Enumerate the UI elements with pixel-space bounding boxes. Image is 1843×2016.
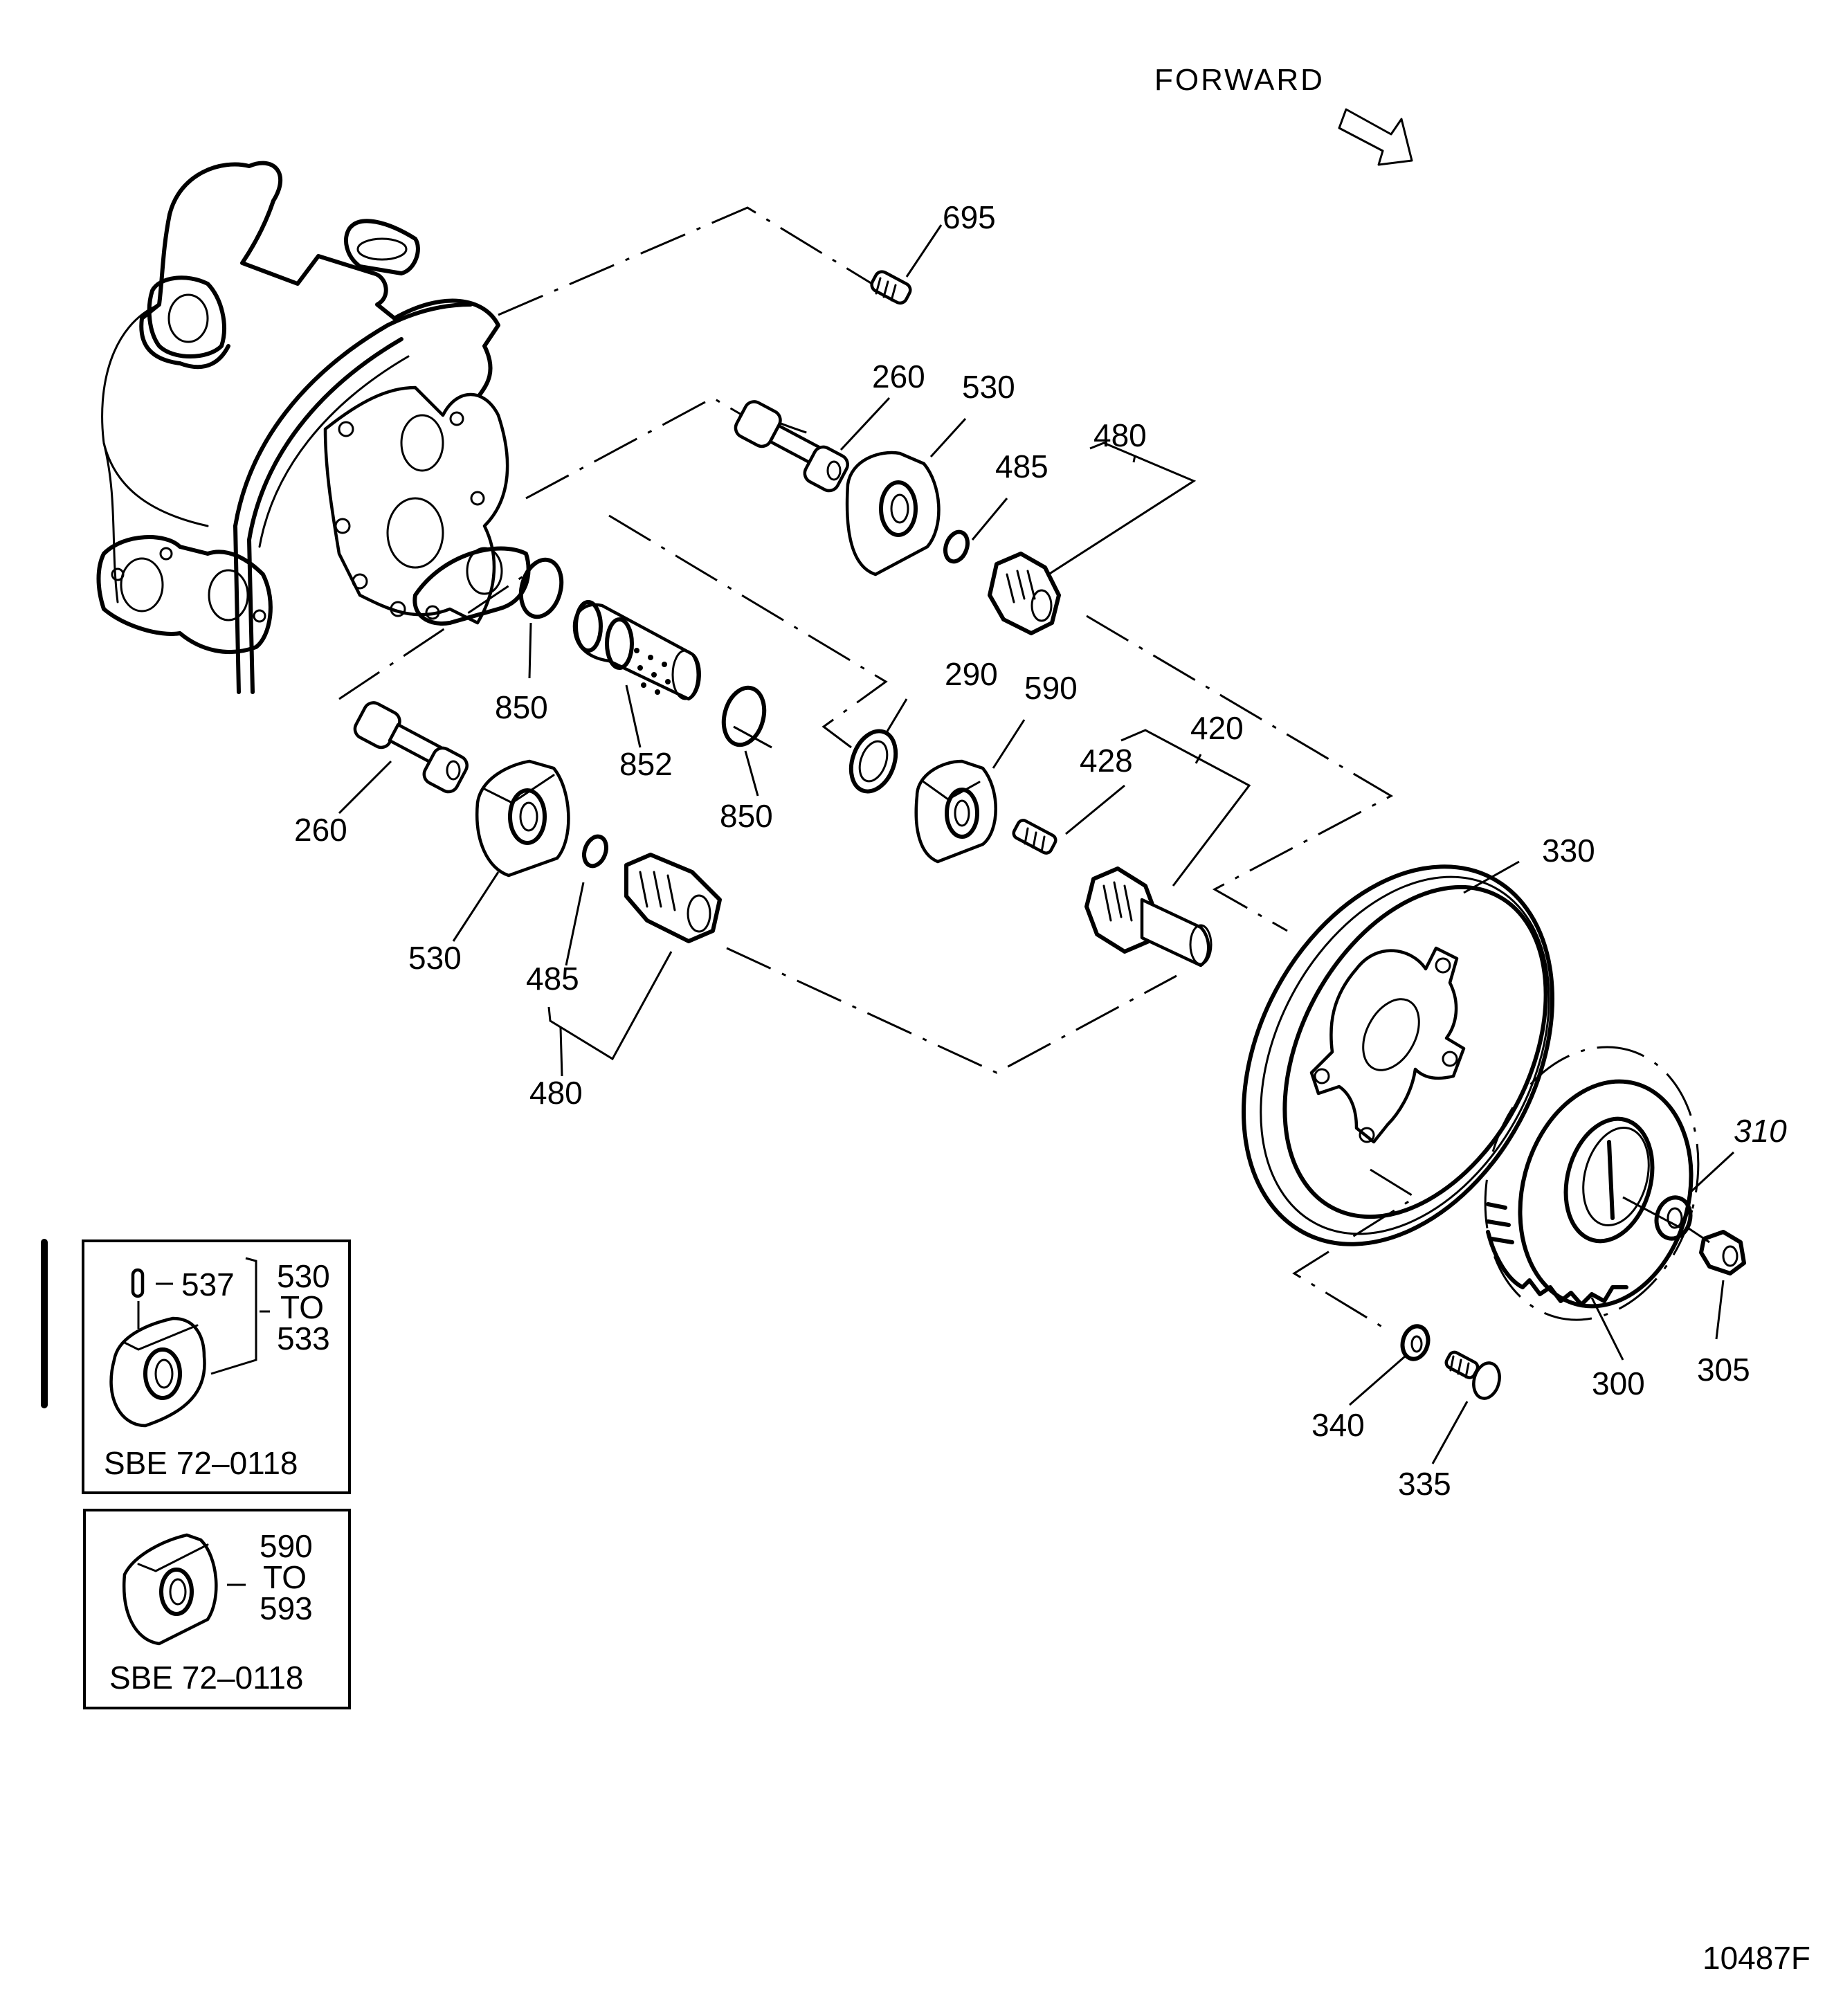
part-260-lower-shaft: 260 — [294, 701, 469, 848]
callout-335: 335 — [1398, 1466, 1451, 1502]
part-852-filter: 852 — [572, 600, 701, 782]
figure-number: 10487F — [1703, 1940, 1810, 1976]
part-310-washer: 310 — [1654, 1113, 1787, 1241]
part-428-bolt: 428 — [1012, 743, 1133, 855]
part-340-washer: 340 — [1311, 1324, 1431, 1443]
inset1-range-start: 530 — [277, 1258, 330, 1294]
part-590-bearing-block: 590 — [914, 670, 1078, 864]
callout-695: 695 — [943, 199, 996, 235]
callout-485-lower: 485 — [526, 961, 579, 997]
forward-label: FORWARD — [1154, 63, 1325, 97]
bearing-block-icon — [109, 1316, 206, 1428]
inset1-reference: SBE 72–0118 — [104, 1445, 298, 1481]
callout-480-lower: 480 — [529, 1075, 583, 1111]
callout-530-upper: 530 — [962, 369, 1015, 405]
centerlines — [338, 206, 1417, 1334]
part-530-lower-bearing: 530 — [408, 759, 570, 976]
pin-537-icon — [131, 1268, 145, 1298]
part-330-flange: 330 — [1242, 833, 1595, 1246]
forward-arrow-icon — [1338, 108, 1413, 166]
part-485-upper-ring: 485 — [943, 448, 1048, 564]
callout-428: 428 — [1080, 743, 1133, 779]
inset2-range-end: 593 — [260, 1590, 313, 1626]
part-260-upper-shaft: 260 — [734, 358, 925, 493]
callout-310: 310 — [1734, 1113, 1787, 1149]
callout-290: 290 — [945, 656, 998, 692]
part-480-lower-gear: 480 — [529, 853, 722, 1111]
part-335-bolt: 335 — [1398, 1350, 1501, 1502]
inset-530-533: 537 530 TO 533 SBE 72–0118 — [82, 1239, 351, 1494]
callout-420: 420 — [1190, 710, 1244, 746]
part-850-right-oring: 850 — [720, 685, 773, 834]
callout-480-upper: 480 — [1093, 417, 1147, 453]
callout-850-left: 850 — [495, 689, 548, 725]
part-300-gear: 300 — [1484, 1046, 1700, 1401]
callout-340: 340 — [1311, 1407, 1365, 1443]
part-290-seal: 290 — [848, 656, 998, 794]
callout-260-lower: 260 — [294, 812, 347, 848]
part-485-lower-ring: 485 — [526, 834, 608, 997]
part-305-nut: 305 — [1688, 1227, 1750, 1388]
inset-590-593: 590 TO 593 SBE 72–0118 — [83, 1509, 351, 1709]
forward-indicator: FORWARD — [1154, 63, 1413, 166]
inset1-pin-label: 537 — [181, 1266, 235, 1302]
callout-530-lower: 530 — [408, 940, 462, 976]
inset1-range-word: TO — [280, 1289, 324, 1325]
callout-305: 305 — [1697, 1352, 1750, 1388]
gearbox-housing — [96, 161, 531, 694]
callout-485-upper: 485 — [995, 448, 1048, 484]
callout-590: 590 — [1024, 670, 1078, 706]
inset2-reference: SBE 72–0118 — [109, 1660, 304, 1696]
inset2-range-word: TO — [263, 1559, 307, 1595]
inset1-range-end: 533 — [277, 1320, 330, 1356]
part-695-spring: 695 — [870, 199, 996, 305]
callout-300: 300 — [1592, 1365, 1645, 1401]
part-420-gear-shaft: 420 — [1084, 710, 1251, 968]
callout-330: 330 — [1542, 833, 1595, 869]
inset2-range-start: 590 — [260, 1528, 313, 1564]
part-850-left-oring: 850 — [495, 557, 564, 725]
part-480-upper-gear: 480 — [988, 417, 1197, 635]
part-530-upper-bearing: 530 — [845, 369, 1015, 576]
callout-852: 852 — [619, 746, 673, 782]
callout-260-upper: 260 — [872, 358, 925, 394]
callout-850-right: 850 — [720, 798, 773, 834]
